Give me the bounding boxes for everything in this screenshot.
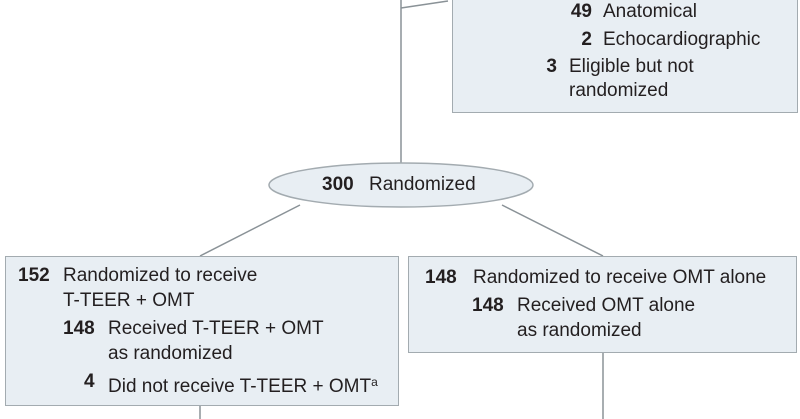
right-received-label-1: Received OMT alone <box>517 295 696 316</box>
left-arm-box <box>5 256 399 406</box>
randomized-count: 300 <box>322 174 354 195</box>
left-arm-label-1: Randomized to receive <box>63 265 258 286</box>
left-not-received-count: 4 <box>84 371 95 392</box>
excluded-box <box>452 0 798 113</box>
right-received-label-2: as randomized <box>517 320 642 341</box>
randomized-ellipse <box>268 162 534 208</box>
right-branch-line <box>501 204 604 257</box>
left-received-label-1: Received T-TEER + OMT <box>108 318 324 339</box>
excluded-echo-count: 2 <box>581 29 592 50</box>
right-arm-label: Randomized to receive OMT alone <box>473 267 767 288</box>
excluded-echo-label: Echocardiographic <box>603 29 761 50</box>
left-arm-count: 152 <box>18 265 50 286</box>
left-not-received-label: Did not receive T-TEER + OMTa <box>108 375 378 397</box>
excluded-anatomical-label: Anatomical <box>603 1 697 22</box>
left-received-count: 148 <box>63 318 95 339</box>
excluded-anatomical-count: 49 <box>570 1 592 22</box>
left-arm-label-2: T-TEER + OMT <box>63 290 195 311</box>
excluded-eligible-count: 3 <box>546 56 557 77</box>
left-received-label-2: as randomized <box>108 343 233 364</box>
exclusion-arrow-line <box>400 0 449 9</box>
right-arm-box <box>408 256 797 353</box>
right-arm-count: 148 <box>425 267 457 288</box>
right-received-count: 148 <box>472 295 504 316</box>
excluded-eligible-label-1: Eligible but not <box>569 56 694 77</box>
randomized-label: Randomized <box>369 174 476 195</box>
footnote-marker: a <box>371 375 378 389</box>
excluded-eligible-label-2: randomized <box>569 80 669 101</box>
left-branch-line <box>199 204 301 257</box>
